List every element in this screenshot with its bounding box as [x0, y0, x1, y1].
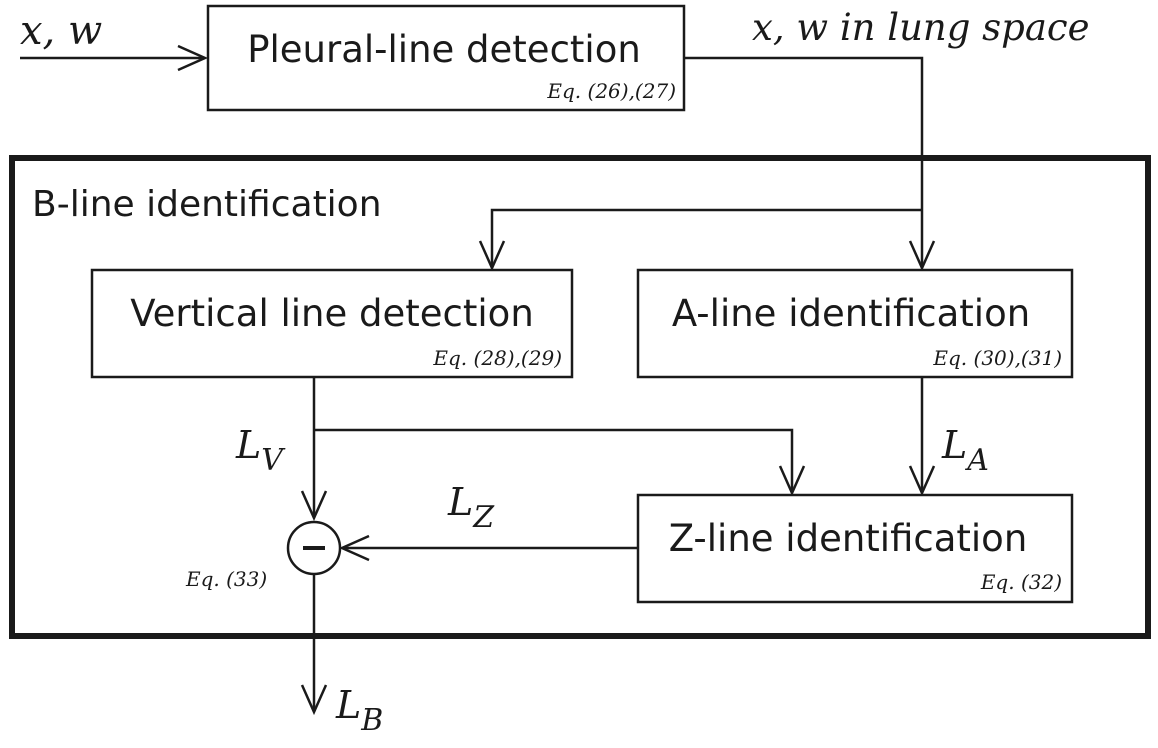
output-label-lung-space: x, w in lung space	[752, 6, 1090, 49]
vertical-branch-line	[490, 208, 922, 268]
input-label-x-w: x, w	[20, 8, 102, 54]
b-line-identification-section	[9, 155, 1151, 639]
z-line-identification-eq: Eq. (32)	[980, 570, 1062, 594]
la-arrowhead	[908, 465, 936, 497]
a-line-identification-title: A-line identification	[672, 292, 1030, 335]
a-line-identification-box	[636, 268, 1074, 379]
z-line-identification-box	[636, 493, 1074, 604]
vertical-line-detection-title: Vertical line detection	[130, 292, 534, 335]
vertical-line-detection-box	[90, 268, 574, 379]
vertical-input-arrowhead	[478, 240, 506, 272]
pleural-line-detection-title: Pleural-line detection	[247, 28, 641, 71]
lv-to-zline-line	[314, 428, 794, 493]
minus-icon	[303, 546, 325, 550]
a-line-input-arrowhead	[908, 240, 936, 272]
vertical-line-detection-eq: Eq. (28),(29)	[432, 346, 562, 370]
lv-arrowhead	[300, 490, 328, 522]
subtraction-eq: Eq. (33)	[185, 567, 267, 591]
lz-arrowhead	[338, 534, 370, 562]
input-arrowhead	[177, 44, 209, 72]
lv-label: LV	[235, 423, 286, 478]
lb-label: LB	[335, 683, 383, 738]
lv-to-zline-arrowhead	[778, 465, 806, 497]
z-line-identification-title: Z-line identification	[669, 517, 1028, 560]
b-line-identification-title: B-line identification	[32, 184, 382, 225]
lb-arrowhead	[300, 684, 328, 716]
lz-label: LZ	[447, 480, 495, 535]
a-line-identification-eq: Eq. (30),(31)	[932, 346, 1062, 370]
la-label: LA	[941, 423, 989, 478]
pleural-line-detection-box	[206, 4, 686, 112]
pleural-line-detection-eq: Eq. (26),(27)	[546, 79, 676, 103]
pleural-output-line	[684, 56, 924, 268]
